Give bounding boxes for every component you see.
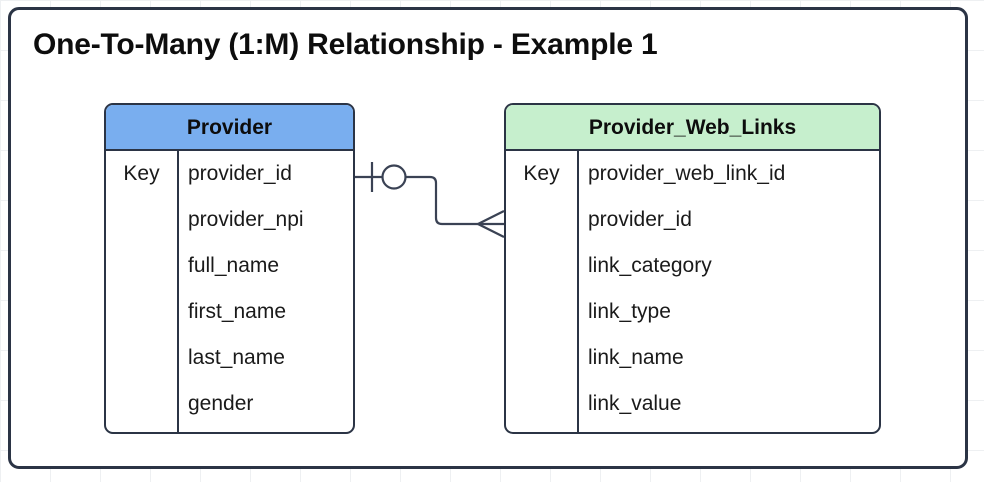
field-name: provider_id [588,208,692,231]
table-row[interactable]: link_value [506,381,879,427]
field-name: first_name [188,300,287,323]
table-row[interactable]: link_name [506,335,879,381]
field-name: link_type [588,300,671,323]
table-row[interactable]: Key provider_id [106,151,353,197]
table-row[interactable]: provider_npi [106,197,353,243]
table-row[interactable]: first_name [106,289,353,335]
table-row[interactable]: link_type [506,289,879,335]
entity-provider-fields: Key provider_id provider_npi full_name f… [106,151,353,432]
table-row[interactable]: last_name [106,335,353,381]
field-name: provider_id [188,162,292,185]
entity-provider-web-links[interactable]: Provider_Web_Links Key provider_web_link… [504,103,881,434]
entity-provider[interactable]: Provider Key provider_id provider_npi fu… [104,103,355,434]
entity-provider-web-links-fields: Key provider_web_link_id provider_id lin… [506,151,879,432]
table-row[interactable]: gender [106,381,353,427]
field-name: link_value [588,392,682,415]
field-name: full_name [188,254,280,277]
table-row[interactable]: Key provider_web_link_id [506,151,879,197]
entity-provider-web-links-header: Provider_Web_Links [506,105,879,151]
field-name: gender [188,392,254,415]
field-name: last_name [188,346,285,369]
field-name: link_name [588,346,684,369]
entity-provider-header: Provider [106,105,353,151]
key-column-divider [177,151,179,432]
table-row[interactable]: full_name [106,243,353,289]
page-title: One-To-Many (1:M) Relationship - Example… [33,28,658,61]
table-row[interactable]: provider_id [506,197,879,243]
field-name: provider_npi [188,208,304,231]
field-name: provider_web_link_id [588,162,786,185]
field-name: link_category [588,254,712,277]
field-key-flag: Key [523,162,560,185]
field-key-flag: Key [123,162,160,185]
table-row[interactable]: link_category [506,243,879,289]
key-column-divider [577,151,579,432]
